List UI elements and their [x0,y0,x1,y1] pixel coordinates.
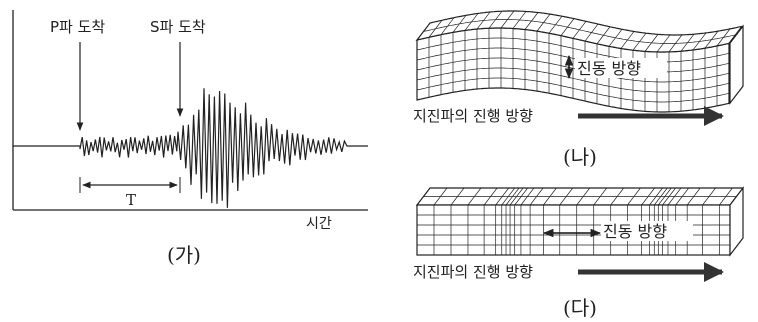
s-wave-vibration-label: 진동 방향 [577,59,641,78]
s-wave-panel: 진동 방향 지진파의 진행 방향 (나) [413,10,744,169]
p-wave-panel: 진동 방향 지진파의 진행 방향 (다) [413,186,745,320]
caption-b: (나) [563,145,597,169]
interval-label: T [126,191,136,209]
caption-a: (가) [167,243,201,267]
p-wave-propagation-label: 지진파의 진행 방향 [413,263,533,281]
p-wave-vibration-label-bg [601,221,693,241]
caption-c: (다) [563,296,597,320]
p-arrival-label: P파 도착 [50,18,105,36]
s-wave-vibration-label-bg [575,58,667,78]
s-arrival-label: S파 도착 [150,18,206,36]
p-wave-vibration-label: 진동 방향 [603,222,667,241]
p-wave-side-face [729,186,744,257]
seismogram-panel: P파 도착 S파 도착 T 시간 (가) [12,10,368,267]
seismogram-trace [13,88,368,208]
s-wave-propagation-label: 지진파의 진행 방향 [413,107,533,125]
s-wave-side-face [729,24,744,105]
time-axis-label: 시간 [306,216,332,232]
